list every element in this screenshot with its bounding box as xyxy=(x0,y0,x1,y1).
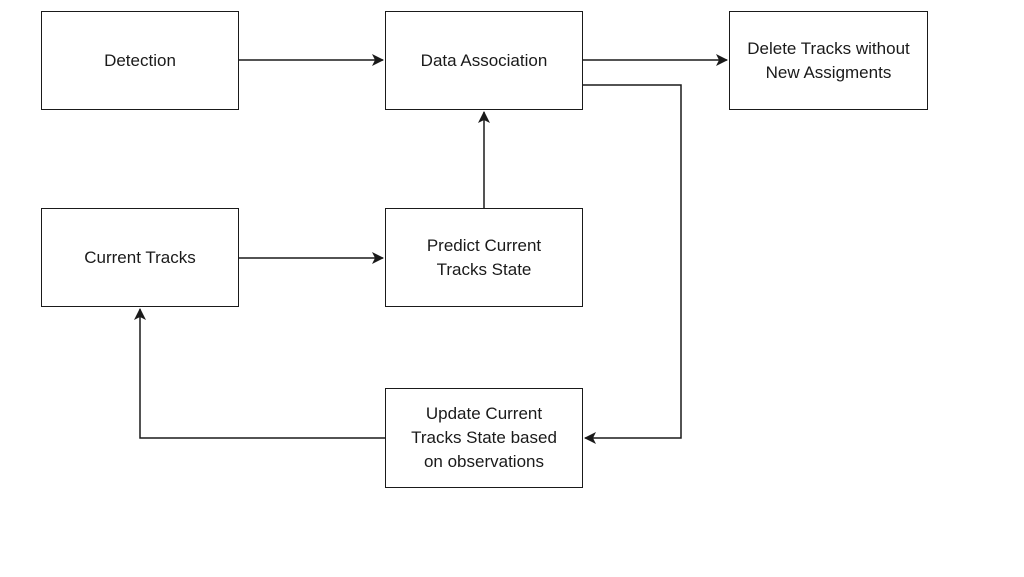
node-update-state-label: Update Current Tracks State based on obs… xyxy=(411,404,557,471)
node-detection-label: Detection xyxy=(104,50,176,70)
node-current-tracks-label: Current Tracks xyxy=(84,247,196,267)
node-delete-tracks[interactable]: Delete Tracks without New Assigments xyxy=(729,11,928,110)
edge-update-state-to-current-tracks xyxy=(134,308,385,439)
edge-data-association-to-update-state xyxy=(583,84,682,444)
node-predict-state-label: Predict Current Tracks State xyxy=(426,235,542,279)
node-data-association-label: Data Association xyxy=(420,50,548,70)
node-delete-tracks-label: Delete Tracks without New Assigments xyxy=(747,38,910,82)
node-update-state[interactable]: Update Current Tracks State based on obs… xyxy=(385,388,583,488)
node-detection[interactable]: Detection xyxy=(41,11,239,110)
node-predict-state[interactable]: Predict Current Tracks State xyxy=(385,208,583,307)
node-current-tracks[interactable]: Current Tracks xyxy=(41,208,239,307)
node-data-association[interactable]: Data Association xyxy=(385,11,583,110)
